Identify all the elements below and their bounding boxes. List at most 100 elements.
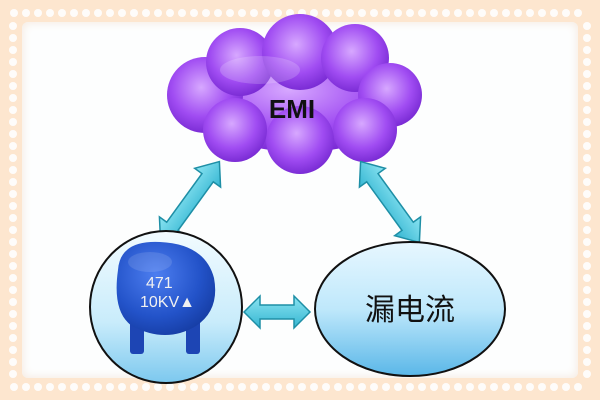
border-scallop xyxy=(9,370,17,378)
border-scallop xyxy=(583,130,591,138)
border-scallop xyxy=(58,9,66,17)
border-scallop xyxy=(190,383,198,391)
border-scallop xyxy=(70,383,78,391)
border-scallop xyxy=(394,9,402,17)
border-scallop xyxy=(490,9,498,17)
border-scallop xyxy=(9,166,17,174)
border-scallop xyxy=(583,370,591,378)
border-scallop xyxy=(583,238,591,246)
border-scallop xyxy=(583,106,591,114)
border-scallop xyxy=(370,9,378,17)
border-scallop xyxy=(9,130,17,138)
border-scallop xyxy=(9,334,17,342)
border-scallop xyxy=(94,9,102,17)
border-scallop xyxy=(574,9,582,17)
border-scallop xyxy=(9,178,17,186)
capacitor-code: 471 xyxy=(146,275,173,292)
border-scallop xyxy=(178,9,186,17)
border-scallop xyxy=(502,9,510,17)
border-scallop xyxy=(574,383,582,391)
border-scallop xyxy=(322,9,330,17)
border-scallop xyxy=(538,383,546,391)
border-scallop xyxy=(562,383,570,391)
border-scallop xyxy=(478,383,486,391)
border-scallop xyxy=(82,383,90,391)
border-scallop xyxy=(526,383,534,391)
border-scallop xyxy=(238,9,246,17)
border-scallop xyxy=(9,286,17,294)
border-scallop xyxy=(514,383,522,391)
border-scallop xyxy=(10,383,18,391)
border-scallop xyxy=(502,383,510,391)
border-scallop xyxy=(442,9,450,17)
border-scallop xyxy=(9,274,17,282)
border-scallop xyxy=(334,9,342,17)
border-scallop xyxy=(286,383,294,391)
border-scallop xyxy=(9,298,17,306)
border-scallop xyxy=(226,383,234,391)
border-scallop xyxy=(94,383,102,391)
border-scallop xyxy=(358,9,366,17)
border-scallop xyxy=(583,286,591,294)
border-scallop xyxy=(9,34,17,42)
border-scallop xyxy=(9,142,17,150)
border-scallop xyxy=(202,383,210,391)
border-scallop xyxy=(214,9,222,17)
border-scallop xyxy=(298,383,306,391)
border-scallop xyxy=(9,154,17,162)
border-scallop xyxy=(430,9,438,17)
border-scallop xyxy=(9,94,17,102)
border-scallop xyxy=(334,383,342,391)
border-scallop xyxy=(583,58,591,66)
border-scallop xyxy=(166,9,174,17)
border-scallop xyxy=(46,383,54,391)
border-scallop xyxy=(9,238,17,246)
border-scallop xyxy=(346,9,354,17)
capacitor-image: 471 10KV▲ xyxy=(116,241,216,354)
border-scallop xyxy=(583,310,591,318)
border-scallop xyxy=(9,118,17,126)
border-scallop xyxy=(490,383,498,391)
border-scallop xyxy=(370,383,378,391)
border-scallop xyxy=(9,214,17,222)
border-scallop xyxy=(466,9,474,17)
border-scallop xyxy=(9,190,17,198)
border-scallop xyxy=(70,9,78,17)
border-scallop xyxy=(583,358,591,366)
border-scallop xyxy=(130,383,138,391)
border-scallop xyxy=(583,142,591,150)
border-scallop xyxy=(226,9,234,17)
border-scallop xyxy=(106,9,114,17)
ellipse-label: 漏电流 xyxy=(365,293,455,328)
border-scallop xyxy=(22,9,30,17)
border-scallop xyxy=(9,358,17,366)
border-scallop xyxy=(583,82,591,90)
border-scallop xyxy=(9,262,17,270)
border-scallop xyxy=(9,46,17,54)
border-scallop xyxy=(583,346,591,354)
border-scallop xyxy=(190,9,198,17)
border-scallop xyxy=(322,383,330,391)
capacitor-node: 471 10KV▲ xyxy=(89,230,243,384)
arrow-capacitor-to-ellipse xyxy=(242,294,312,330)
border-scallop xyxy=(583,274,591,282)
border-scallop xyxy=(310,9,318,17)
border-scallop xyxy=(9,70,17,78)
border-scallop xyxy=(418,383,426,391)
border-scallop xyxy=(82,9,90,17)
border-scallop xyxy=(583,202,591,210)
border-scallop xyxy=(9,346,17,354)
border-scallop xyxy=(250,9,258,17)
border-scallop xyxy=(9,22,17,30)
border-scallop xyxy=(22,383,30,391)
border-scallop xyxy=(346,383,354,391)
border-scallop xyxy=(538,9,546,17)
border-scallop xyxy=(583,118,591,126)
emi-cloud: EMI xyxy=(167,14,422,174)
border-scallop xyxy=(106,383,114,391)
border-scallop xyxy=(142,383,150,391)
border-scallop xyxy=(418,9,426,17)
border-scallop xyxy=(583,34,591,42)
